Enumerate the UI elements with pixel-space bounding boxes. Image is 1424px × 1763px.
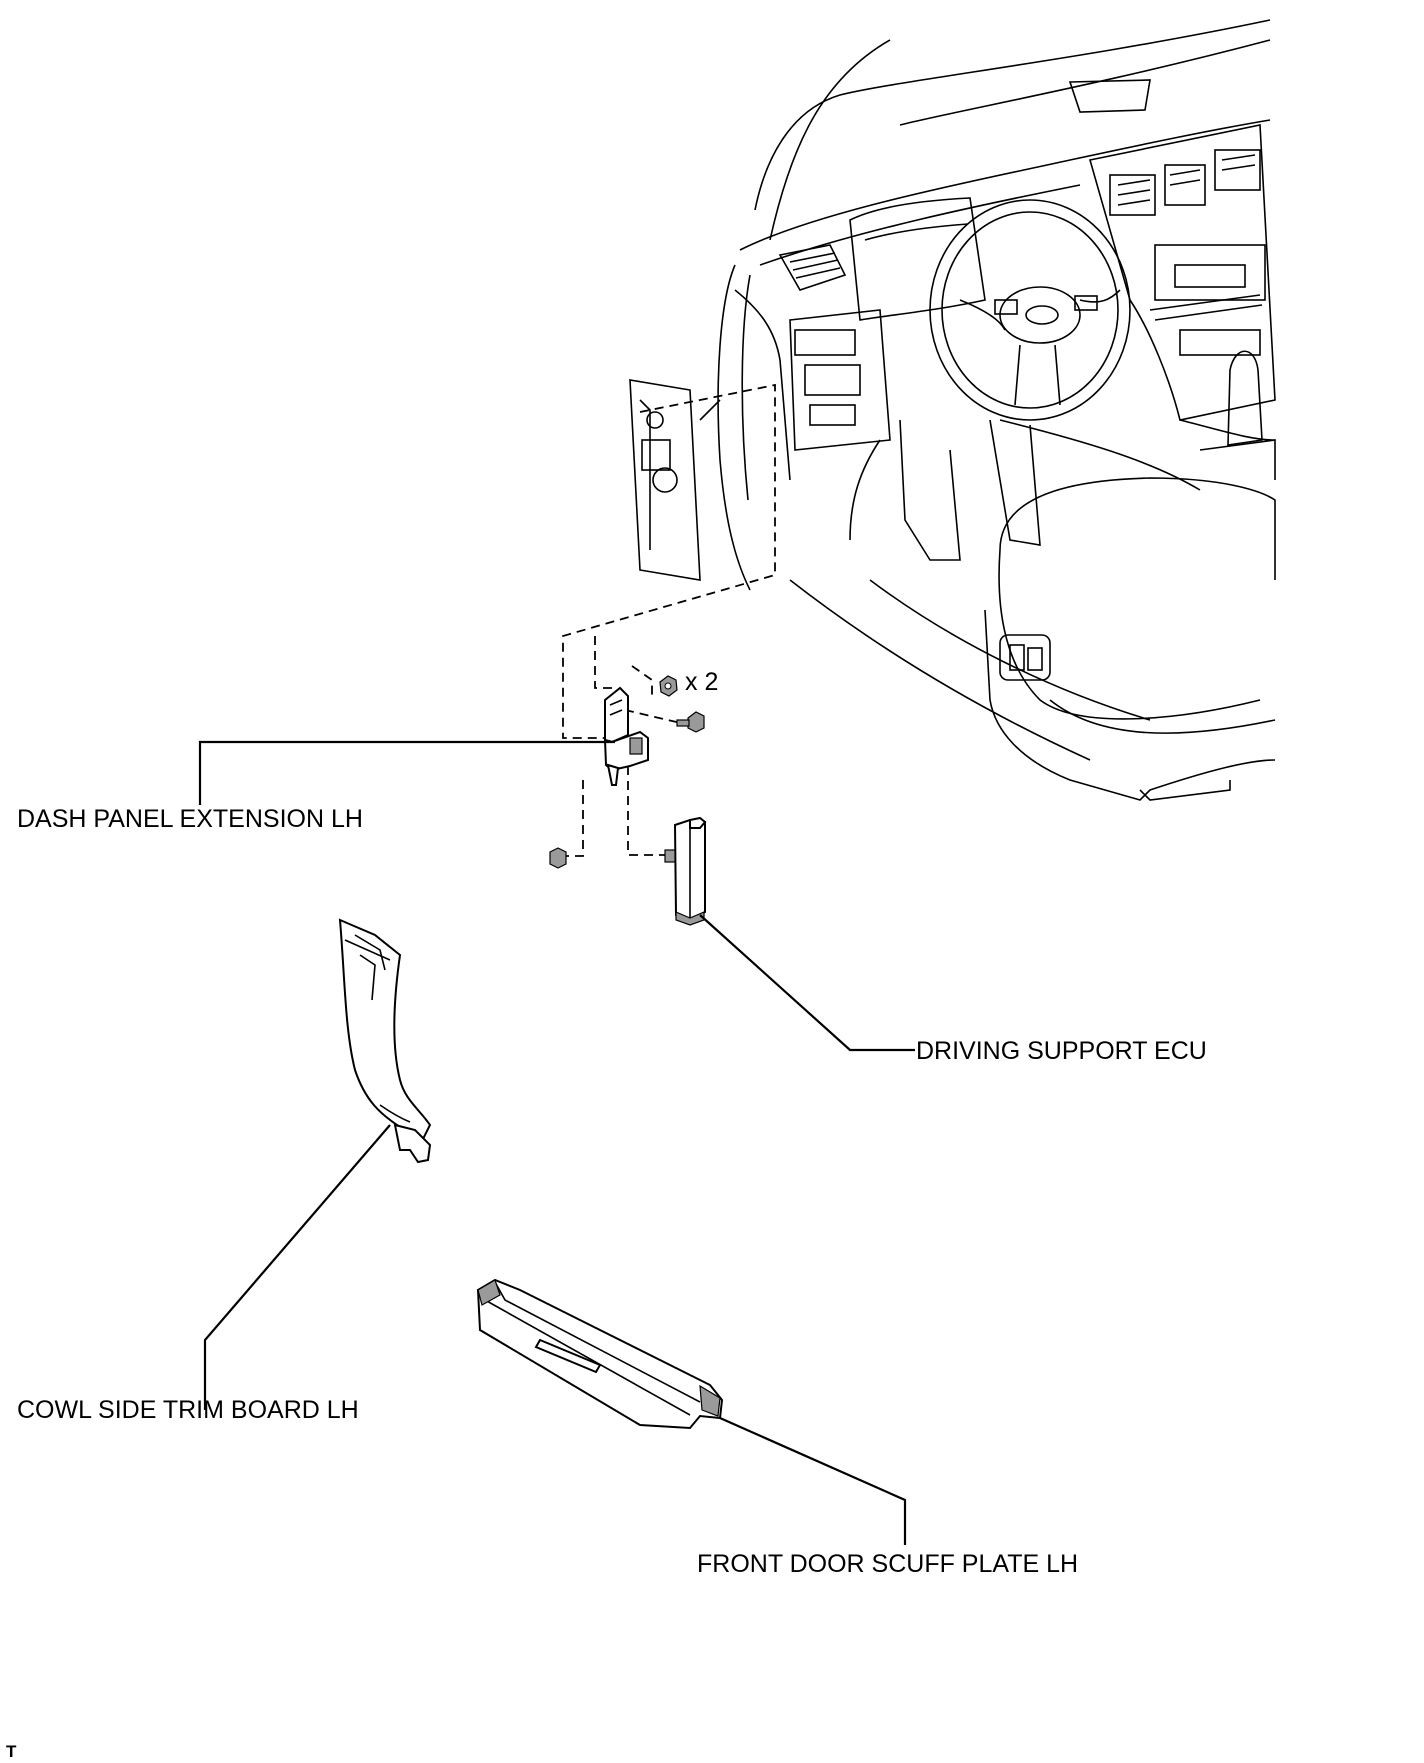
vehicle-interior-illustration bbox=[629, 19, 1276, 801]
label-cowl-side-trim-board: COWL SIDE TRIM BOARD LH bbox=[17, 1396, 359, 1424]
label-front-door-scuff-plate: FRONT DOOR SCUFF PLATE LH bbox=[697, 1550, 1078, 1578]
bolt-fastener bbox=[676, 711, 705, 733]
nut-fastener bbox=[659, 675, 678, 697]
front-door-scuff-plate-part bbox=[476, 1278, 724, 1430]
clip-fastener bbox=[549, 847, 567, 869]
cowl-side-trim-board-part bbox=[338, 918, 432, 1164]
assembly-dashed-lines bbox=[560, 383, 776, 857]
leader-lines bbox=[198, 740, 915, 1545]
label-dash-panel-extension: DASH PANEL EXTENSION LH bbox=[17, 805, 363, 833]
corner-mark: T bbox=[6, 1742, 17, 1761]
dash-panel-extension-bracket bbox=[603, 686, 649, 786]
label-driving-support-ecu: DRIVING SUPPORT ECU bbox=[916, 1037, 1207, 1065]
fastener-quantity-label: x 2 bbox=[685, 668, 718, 696]
driving-support-ecu-part bbox=[664, 816, 707, 926]
